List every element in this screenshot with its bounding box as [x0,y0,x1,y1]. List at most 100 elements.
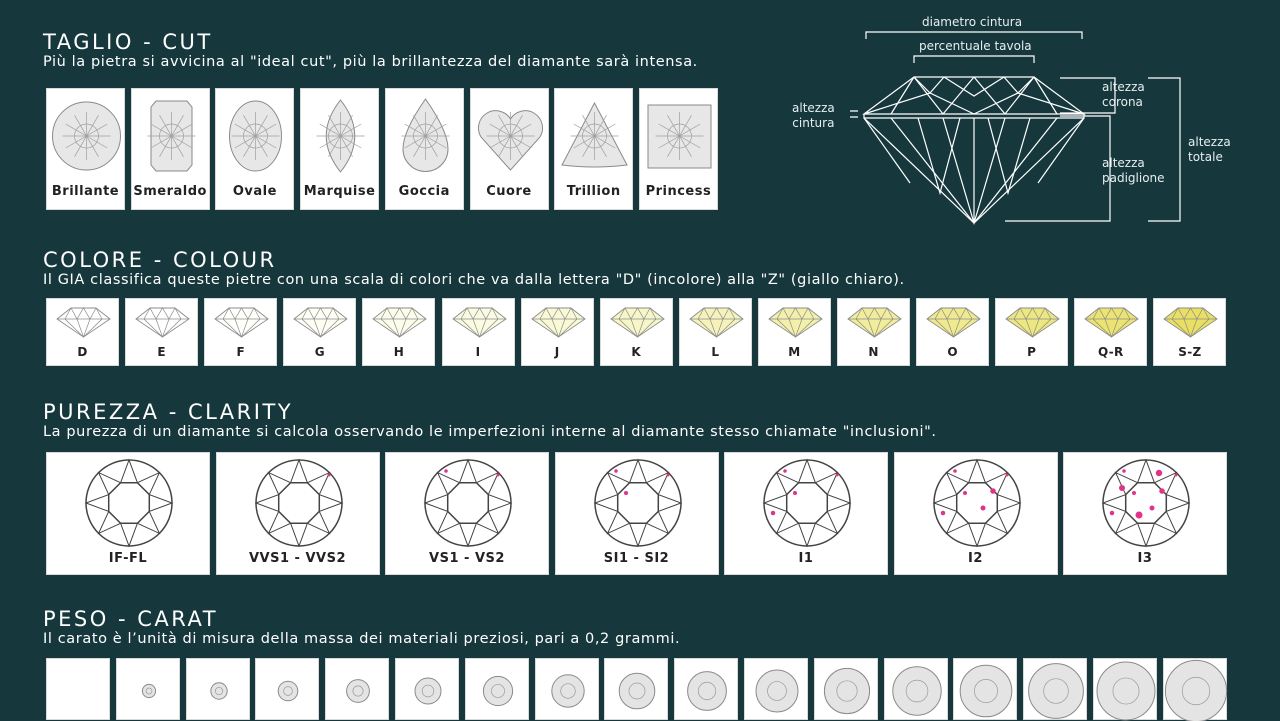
round-diamond-icon [482,675,513,707]
clarity-grade-card: SI1 - SI2 [554,452,719,575]
grade-label: I3 [1137,551,1153,566]
cut-card-ovale: Ovale [215,88,295,210]
grade-label: I2 [968,551,983,566]
inclusion-mark [835,473,839,477]
inclusion-mark [770,510,776,516]
diamond-icon [1005,307,1060,339]
diameter-label: diametro cintura [922,15,1023,29]
carat-size-card [534,658,599,720]
grade-label: E [157,345,166,359]
oval-diamond-icon [229,100,283,172]
diamond-anatomy-diagram: diametro cintura percentuale tavola alte… [780,8,1240,233]
cut-card-brillante: Brillante [46,88,125,210]
grade-label: Princess [645,184,712,199]
grade-label: VS1 - VS2 [429,551,505,566]
colour-grade-card: P [995,298,1069,366]
round-diamond-icon [209,682,228,700]
grade-label: Cuore [486,184,532,199]
emerald-diamond-icon [147,100,196,172]
crown-height-label: altezza corona [1102,80,1145,109]
inclusion-mark [1119,485,1125,491]
grade-label: O [947,345,958,359]
colour-grade-card: E [125,298,199,366]
colour-grade-card: Q-R [1074,298,1148,366]
round-diamond-icon [823,667,870,715]
pavilion-height-label: altezza padiglione [1102,156,1165,185]
clarity-section-subtitle: La purezza di un diamante si calcola oss… [43,424,937,440]
grade-label: Trillion [566,184,621,199]
grade-label: SI1 - SI2 [603,551,670,566]
cut-card-cuore: Cuore [469,88,549,210]
grade-label: M [788,345,801,359]
inclusion-mark [962,491,967,495]
grade-label: IF-FL [108,551,148,566]
carat-size-card [255,658,320,720]
colour-grade-card: O [916,298,990,366]
round-diamond-icon [619,672,656,710]
cut-section-title: TAGLIO - CUT [43,30,213,54]
cut-card-princess: Princess [638,88,718,210]
carat-section-subtitle: Il carato è l’unità di misura della mass… [43,631,681,647]
cut-card-smeraldo: Smeraldo [130,88,210,210]
colour-grade-card: D [46,298,119,366]
colour-section-title: COLORE - COLOUR [43,248,277,272]
heart-diamond-icon [477,110,543,171]
grade-label: Smeraldo [133,184,207,199]
round-diamond-top-icon [932,458,1021,548]
round-diamond-icon [755,669,799,713]
inclusion-mark [1155,469,1163,477]
colour-grade-card: J [520,298,594,366]
round-diamond-icon [278,680,299,702]
round-diamond-top-icon [423,458,513,548]
carat-size-card [883,658,948,720]
inclusion-mark [1149,505,1155,511]
diamond-profile-icon [850,31,1181,226]
diamond-icon [135,307,190,339]
inclusion-mark [496,473,500,477]
round-diamond-top-icon [593,458,682,548]
round-diamond-icon [687,671,728,711]
inclusion-mark [952,469,957,473]
inclusion-mark [623,491,628,495]
grade-label: Q-R [1098,345,1124,359]
grade-label: K [631,345,641,359]
round-diamond-icon [141,683,156,699]
colour-grade-card: I [441,298,515,366]
cut-section-subtitle: Più la pietra si avvicina al "ideal cut"… [43,54,698,70]
round-diamond-icon [1164,659,1227,721]
grade-label: J [554,345,560,359]
clarity-grade-card: IF-FL [46,452,210,575]
inclusion-mark [989,488,996,494]
cut-card-trillion: Trillion [554,88,634,210]
diamond-icon [56,307,111,339]
inclusion-mark [1132,491,1136,495]
pear-diamond-icon [401,98,450,172]
grade-label: I [475,345,481,359]
inclusion-mark [1135,511,1143,519]
carat-size-card [115,658,180,720]
trillion-diamond-icon [561,101,628,168]
colour-grade-card: G [283,298,357,366]
grade-label: F [236,345,245,359]
table-percentage-label: percentuale tavola [919,39,1032,53]
clarity-grade-card: VVS1 - VVS2 [215,452,380,575]
diamond-icon [530,307,586,339]
grade-label: G [314,345,325,359]
diamond-icon [847,307,902,339]
clarity-section-title: PUREZZA - CLARITY [43,400,294,424]
round-diamond-icon [550,674,585,708]
princess-diamond-icon [647,104,712,169]
round-diamond-top-icon [254,458,343,548]
diamond-icon [451,307,507,339]
carat-size-card [744,658,808,720]
round-diamond-icon [52,101,121,171]
colour-grade-card: K [599,298,673,366]
inclusion-mark [783,469,787,473]
round-diamond-top-icon [762,458,852,548]
grade-label: I1 [798,551,814,566]
grade-label: Marquise [303,184,376,199]
diamond-icon [372,307,428,339]
clarity-grade-card: I3 [1063,452,1227,575]
grade-label: VVS1 - VVS2 [248,551,346,566]
diamond-icon [214,307,269,339]
